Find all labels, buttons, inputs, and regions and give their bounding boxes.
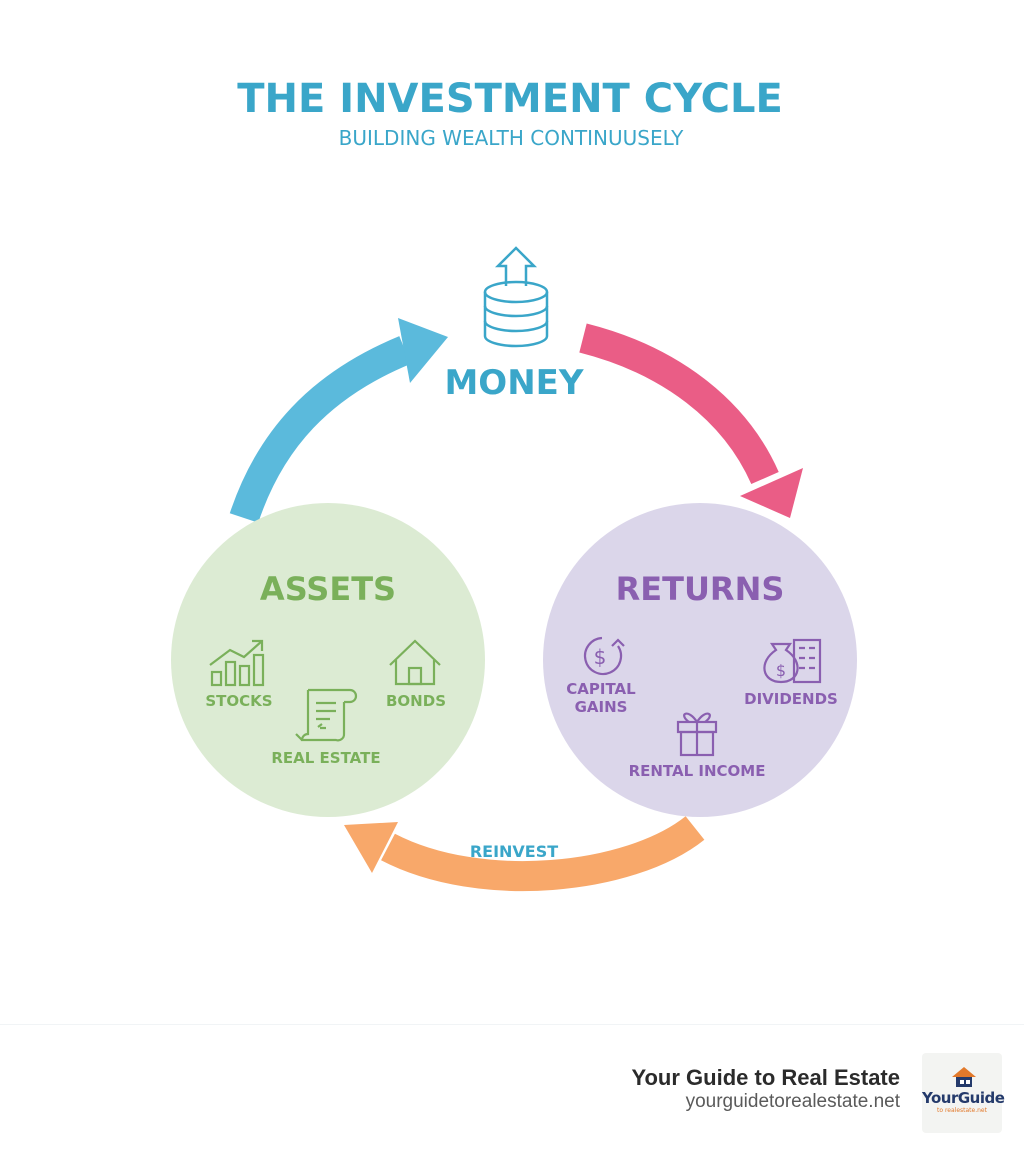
bar-chart-trend-icon bbox=[209, 639, 265, 687]
arrow-returns-to-assets bbox=[344, 815, 705, 892]
asset-item-real-estate: REAL ESTATE bbox=[271, 749, 380, 767]
investment-cycle-diagram: THE INVESTMENT CYCLE BUILDING WEALTH CON… bbox=[171, 76, 857, 892]
money-label: MONEY bbox=[444, 363, 583, 403]
return-item-capital-label-line1: CAPITAL bbox=[566, 680, 636, 698]
footer: Your Guide to Real Estate yourguidetorea… bbox=[0, 1024, 1024, 1155]
return-item-rental-income: RENTAL INCOME bbox=[629, 762, 766, 780]
arrow-assets-to-money bbox=[229, 318, 448, 523]
assets-node: ASSETS STOCKS BONDS REAL ESTATE bbox=[171, 503, 485, 817]
svg-text:$: $ bbox=[776, 661, 786, 680]
brand-logo[interactable]: YourGuide to realestate.net bbox=[922, 1053, 1005, 1133]
money-bag-building-icon: $ bbox=[763, 638, 822, 684]
returns-node: RETURNS $ CAPITAL GAINS $ DIVIDENDS RENT… bbox=[543, 503, 857, 817]
brand-url[interactable]: yourguidetorealestate.net bbox=[685, 1091, 900, 1112]
logo-subtext: to realestate.net bbox=[937, 1107, 987, 1114]
diagram-subtitle: BUILDING WEALTH CONTINUUSELY bbox=[339, 126, 684, 150]
coin-stack-up-arrow-icon bbox=[483, 246, 549, 348]
document-scroll-icon bbox=[295, 688, 358, 742]
assets-label: ASSETS bbox=[260, 570, 396, 608]
arrow-money-to-returns bbox=[579, 323, 803, 518]
return-item-capital-label-line2: GAINS bbox=[575, 698, 628, 716]
house-icon bbox=[389, 639, 441, 686]
returns-label: RETURNS bbox=[616, 570, 785, 608]
gift-box-icon bbox=[676, 712, 718, 757]
asset-item-bonds: BONDS bbox=[386, 692, 446, 710]
logo-text: YourGuide bbox=[922, 1089, 1005, 1107]
house-logo-icon bbox=[952, 1067, 976, 1087]
dollar-cycle-icon: $ bbox=[583, 636, 625, 676]
diagram-title: THE INVESTMENT CYCLE bbox=[237, 76, 783, 122]
svg-text:$: $ bbox=[594, 645, 607, 669]
money-node: MONEY bbox=[444, 246, 584, 403]
reinvest-label: REINVEST bbox=[470, 842, 558, 861]
brand-name[interactable]: Your Guide to Real Estate bbox=[631, 1065, 900, 1090]
asset-item-stocks: STOCKS bbox=[205, 692, 272, 710]
return-item-dividends: DIVIDENDS bbox=[744, 690, 838, 708]
